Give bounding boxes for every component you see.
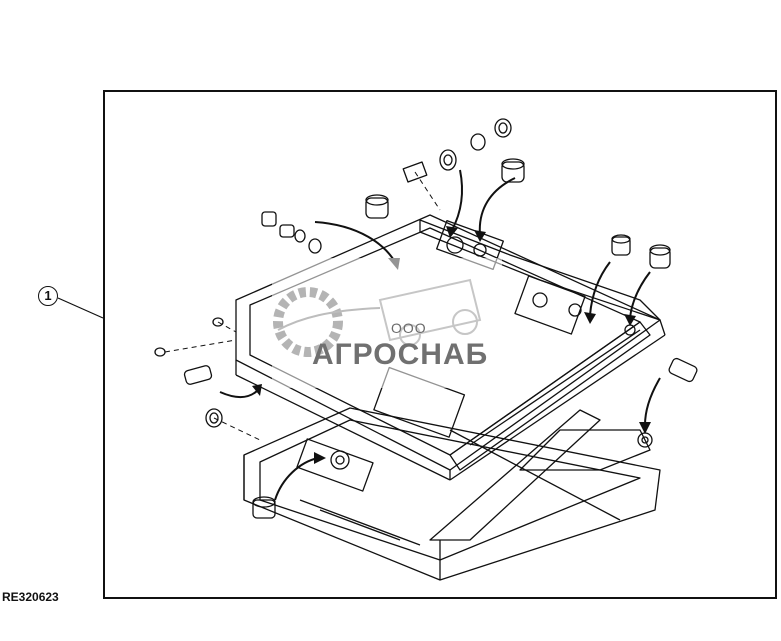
arrowheads <box>252 226 651 464</box>
watermark-logo <box>272 258 502 388</box>
right-bushes <box>611 234 671 269</box>
watermark-brand: АГРОСНАБ <box>312 338 489 371</box>
top-bush <box>501 158 525 183</box>
left-pins <box>261 211 322 254</box>
side-pin-right <box>668 357 698 383</box>
left-lower-pins <box>154 317 276 519</box>
diagram-frame <box>103 90 777 599</box>
arrows <box>219 169 661 501</box>
left-bush <box>365 194 389 219</box>
base-bracket <box>296 432 653 492</box>
base-frame <box>243 407 661 581</box>
upper-frame <box>235 214 666 481</box>
top-pin-right <box>470 118 512 151</box>
bushings <box>154 118 698 519</box>
scissor-linkage <box>429 409 651 541</box>
assembly-dash-lines <box>164 171 441 441</box>
watermark-org-form: ООО <box>391 320 427 336</box>
top-pin-left <box>402 149 457 183</box>
part-code-label: RE320623 <box>2 590 59 604</box>
callout-leader <box>57 297 104 319</box>
callout-number: 1 <box>38 286 58 306</box>
